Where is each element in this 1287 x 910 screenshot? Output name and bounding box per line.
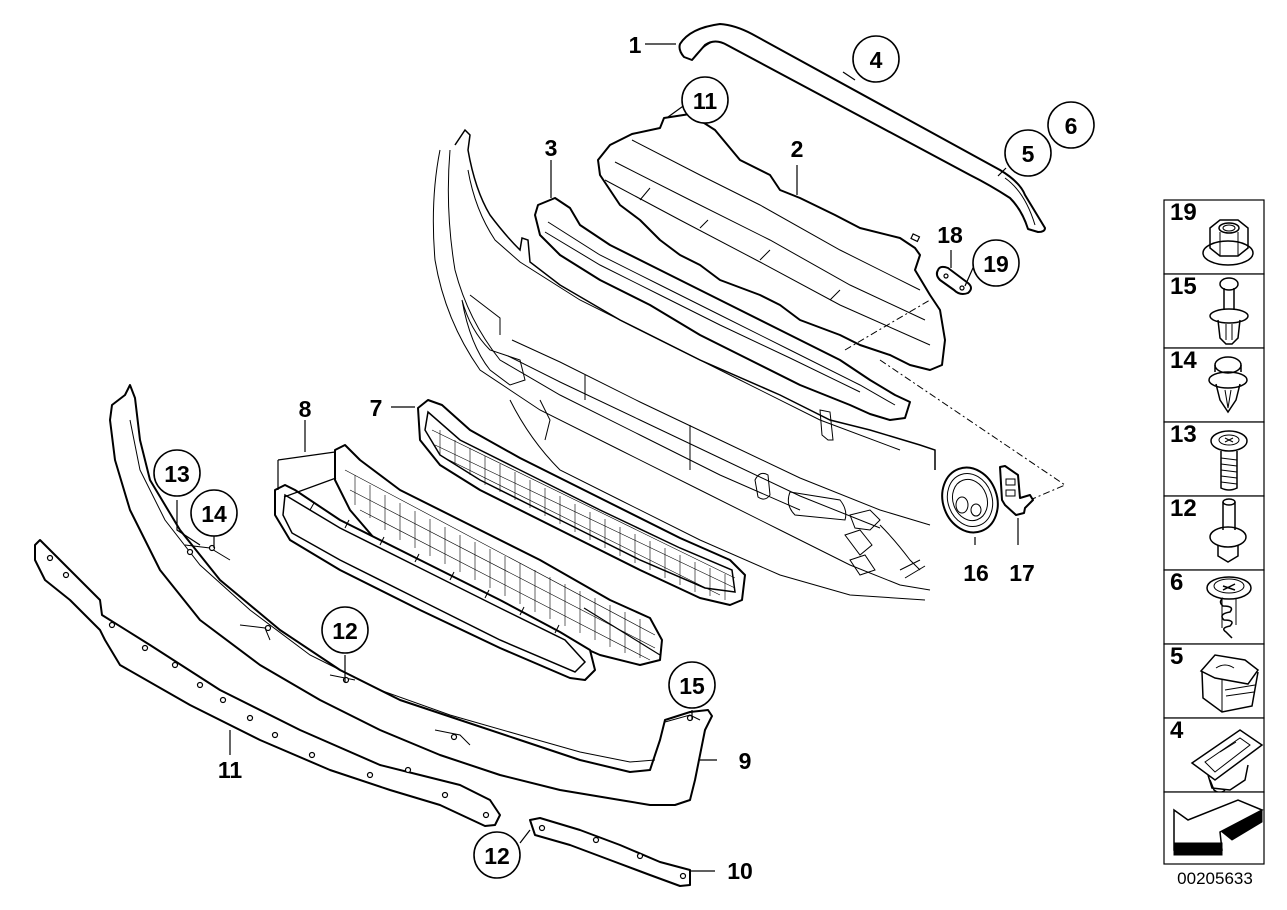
callout-13[interactable]: 13 bbox=[153, 449, 201, 497]
sheet-metal-screw-icon bbox=[1206, 576, 1252, 639]
part-small-strip[interactable] bbox=[529, 817, 691, 887]
svg-text:11: 11 bbox=[693, 88, 718, 114]
lower-grille-mesh bbox=[344, 469, 656, 661]
callout-1[interactable]: 1 bbox=[629, 32, 642, 58]
svg-text:6: 6 bbox=[1170, 569, 1183, 596]
svg-text:5: 5 bbox=[1170, 643, 1183, 670]
legend-item-15[interactable]: 15 bbox=[1163, 273, 1265, 349]
callout-17[interactable]: 17 bbox=[1009, 560, 1035, 586]
part-bracket[interactable] bbox=[999, 465, 1034, 516]
svg-text:7: 7 bbox=[370, 395, 383, 421]
part-lower-grille-frame[interactable] bbox=[274, 484, 596, 681]
fastener-legend: 19 15 14 bbox=[1163, 199, 1265, 888]
svg-text:13: 13 bbox=[164, 461, 190, 487]
part-emblem[interactable] bbox=[933, 460, 1006, 540]
svg-text:2: 2 bbox=[791, 136, 804, 162]
callout-3[interactable]: 3 bbox=[545, 135, 558, 161]
callout-7[interactable]: 7 bbox=[370, 395, 383, 421]
legend-item-14[interactable]: 14 bbox=[1163, 347, 1265, 423]
callout-19[interactable]: 19 bbox=[972, 239, 1020, 287]
torx-screw-icon bbox=[1210, 430, 1248, 491]
callouts: 1 2 3 4 5 6 7 8 9 10 11 11 12 12 13 14 1… bbox=[153, 32, 1095, 884]
svg-text:19: 19 bbox=[1170, 199, 1197, 226]
svg-text:16: 16 bbox=[963, 560, 989, 586]
part-lower-strip[interactable] bbox=[34, 539, 501, 827]
svg-text:10: 10 bbox=[727, 858, 753, 884]
svg-text:14: 14 bbox=[1170, 347, 1197, 374]
legend-direction[interactable] bbox=[1163, 791, 1265, 865]
callout-16[interactable]: 16 bbox=[963, 560, 989, 586]
legend-item-6[interactable]: 6 bbox=[1163, 569, 1265, 645]
callout-18[interactable]: 18 bbox=[937, 222, 963, 248]
svg-text:12: 12 bbox=[484, 843, 510, 869]
legend-item-4[interactable]: 4 bbox=[1163, 717, 1265, 794]
part-bumper-shell[interactable] bbox=[432, 128, 936, 601]
legend-item-19[interactable]: 19 bbox=[1163, 199, 1265, 275]
callout-9[interactable]: 9 bbox=[739, 748, 752, 774]
svg-text:15: 15 bbox=[679, 673, 705, 699]
svg-text:14: 14 bbox=[201, 501, 227, 527]
front-direction-arrow-icon bbox=[1173, 799, 1264, 856]
part-bumper-reinforcement[interactable] bbox=[534, 197, 911, 421]
callout-15[interactable]: 15 bbox=[668, 661, 716, 709]
callout-12-circled-lower[interactable]: 12 bbox=[473, 831, 521, 879]
part-carrier-panel[interactable] bbox=[597, 113, 946, 371]
svg-text:1: 1 bbox=[629, 32, 642, 58]
svg-text:12: 12 bbox=[1170, 495, 1197, 522]
leader-lines bbox=[176, 43, 1019, 872]
svg-text:15: 15 bbox=[1170, 273, 1197, 300]
callout-8[interactable]: 8 bbox=[299, 396, 312, 422]
callout-2[interactable]: 2 bbox=[791, 136, 804, 162]
callout-5[interactable]: 5 bbox=[1004, 129, 1052, 177]
svg-text:13: 13 bbox=[1170, 421, 1197, 448]
expanding-rivet-icon bbox=[1209, 498, 1247, 563]
callout-4[interactable]: 4 bbox=[852, 35, 900, 83]
legend-item-12[interactable]: 12 bbox=[1163, 495, 1265, 571]
svg-text:9: 9 bbox=[739, 748, 752, 774]
svg-text:5: 5 bbox=[1022, 141, 1035, 167]
legend-item-5[interactable]: 5 bbox=[1163, 643, 1265, 719]
svg-text:4: 4 bbox=[1170, 717, 1184, 744]
svg-text:4: 4 bbox=[870, 47, 883, 73]
callout-10[interactable]: 10 bbox=[727, 858, 753, 884]
svg-text:18: 18 bbox=[937, 222, 963, 248]
svg-text:12: 12 bbox=[332, 618, 358, 644]
callout-11-circled[interactable]: 11 bbox=[681, 76, 729, 124]
svg-text:8: 8 bbox=[299, 396, 312, 422]
alignment-lines bbox=[844, 299, 1067, 501]
callout-14[interactable]: 14 bbox=[190, 489, 238, 537]
expanding-rivet-icon bbox=[1209, 277, 1249, 345]
svg-text:17: 17 bbox=[1009, 560, 1035, 586]
svg-text:19: 19 bbox=[983, 251, 1009, 277]
legend-item-13[interactable]: 13 bbox=[1163, 421, 1265, 497]
clip-nut-icon bbox=[1199, 654, 1260, 713]
upper-grille-mesh bbox=[431, 429, 736, 600]
part-plate[interactable] bbox=[935, 265, 972, 295]
part-upper-grille[interactable] bbox=[417, 399, 746, 606]
push-clip-icon bbox=[1208, 356, 1248, 414]
svg-text:3: 3 bbox=[545, 135, 558, 161]
part-upper-trim-strip[interactable] bbox=[678, 23, 1046, 233]
flange-nut-icon bbox=[1202, 219, 1254, 266]
svg-text:6: 6 bbox=[1065, 113, 1078, 139]
svg-text:11: 11 bbox=[218, 757, 243, 783]
callout-12-circled[interactable]: 12 bbox=[321, 606, 369, 654]
callout-6[interactable]: 6 bbox=[1047, 101, 1095, 149]
document-number: 00205633 bbox=[1177, 869, 1253, 888]
callout-11[interactable]: 11 bbox=[218, 757, 243, 783]
